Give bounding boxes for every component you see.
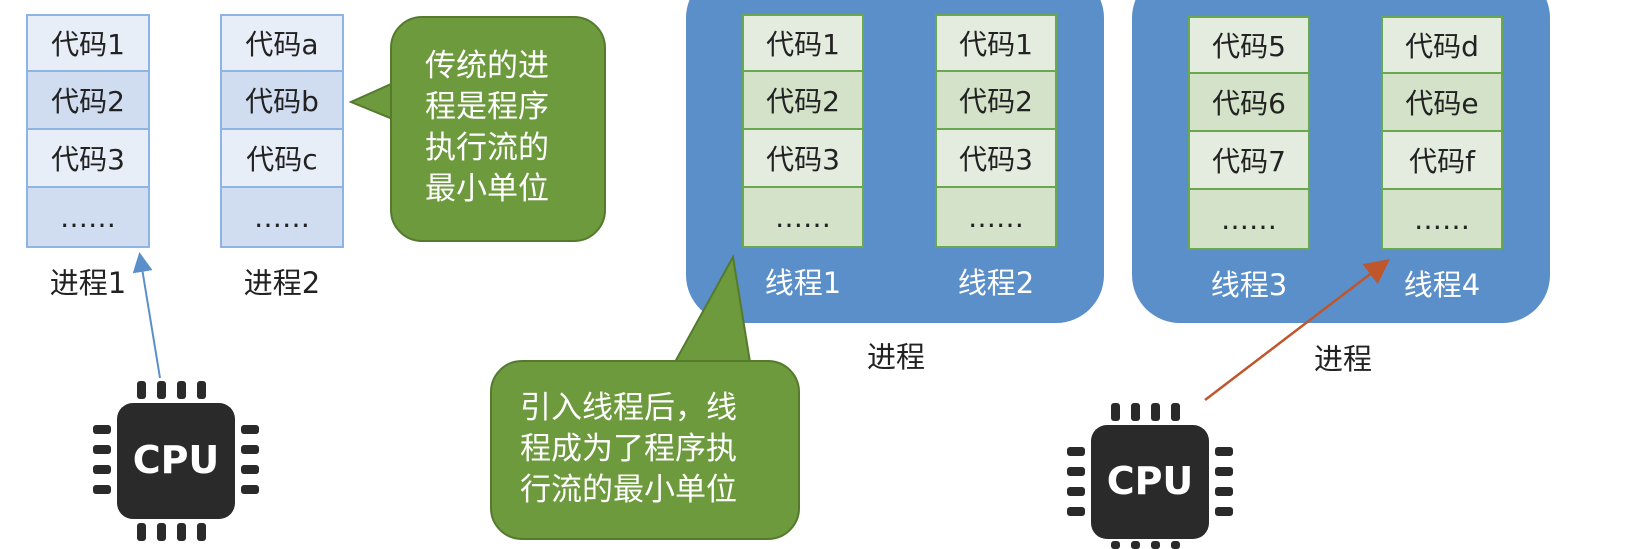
thread1-cell: 代码1	[742, 14, 864, 72]
cpu-left-label: CPU	[132, 438, 220, 482]
bubble-left-line: 执行流的	[425, 130, 549, 166]
thread2-cell: ……	[935, 186, 1057, 248]
process1-cell: ……	[26, 186, 150, 248]
bubble-right-line: 程成为了程序执	[520, 431, 737, 467]
thread2-cell: 代码3	[935, 128, 1057, 188]
bubble-left	[390, 16, 606, 242]
process2-cell: 代码a	[220, 14, 344, 72]
bubble-right-line: 引入线程后，线	[520, 390, 737, 426]
cpu-right-label: CPU	[1106, 459, 1194, 503]
thread2-cell: 代码2	[935, 70, 1057, 130]
thread1-cell: 代码2	[742, 70, 864, 130]
thread3-label: 线程3	[1210, 268, 1288, 302]
process2-cell: 代码b	[220, 70, 344, 130]
thread1-label: 线程1	[764, 266, 842, 300]
cpu-to-thread4-arrow	[1204, 258, 1390, 401]
thread4-cell: 代码e	[1381, 72, 1503, 132]
bubble-right-text: 引入线程后，线 程成为了程序执 行流的最小单位	[520, 388, 790, 511]
thread4-code-stack: 代码d 代码e 代码f ……	[1381, 16, 1503, 250]
process2-cell: ……	[220, 186, 344, 248]
process-a-label: 进程	[866, 340, 925, 374]
thread2-code-stack: 代码1 代码2 代码3 ……	[935, 14, 1057, 248]
process1-cell: 代码1	[26, 14, 150, 72]
bubble-right	[490, 360, 800, 540]
thread4-cell: 代码f	[1381, 130, 1503, 190]
thread3-cell: ……	[1188, 188, 1310, 250]
cpu-to-process1-arrow	[132, 252, 161, 379]
bubble-left-line: 最小单位	[425, 171, 549, 207]
process2-label: 进程2	[243, 266, 321, 300]
cpu-chip-left	[93, 381, 259, 541]
thread1-code-stack: 代码1 代码2 代码3 ……	[742, 14, 864, 248]
bubble-left-line: 程是程序	[425, 89, 549, 125]
thread3-cell: 代码5	[1188, 16, 1310, 74]
thread3-cell: 代码7	[1188, 130, 1310, 190]
thread3-code-stack: 代码5 代码6 代码7 ……	[1188, 16, 1310, 250]
thread2-cell: 代码1	[935, 14, 1057, 72]
bubble-right-line: 行流的最小单位	[520, 472, 737, 508]
bubble-left-text: 传统的进 程是程序 执行流的 最小单位	[425, 46, 585, 210]
thread2-label: 线程2	[957, 266, 1035, 300]
process-b-label: 进程	[1313, 342, 1372, 376]
process1-cell: 代码2	[26, 70, 150, 130]
process1-label: 进程1	[49, 266, 127, 300]
thread1-cell: 代码3	[742, 128, 864, 188]
process2-cell: 代码c	[220, 128, 344, 188]
thread4-label: 线程4	[1403, 268, 1481, 302]
cpu-chip-right	[1067, 403, 1233, 549]
thread1-cell: ……	[742, 186, 864, 248]
bubble-left-line: 传统的进	[425, 48, 549, 84]
process2-code-stack: 代码a 代码b 代码c ……	[220, 14, 344, 248]
process1-code-stack: 代码1 代码2 代码3 ……	[26, 14, 150, 248]
thread4-cell: ……	[1381, 188, 1503, 250]
process1-cell: 代码3	[26, 128, 150, 188]
thread4-cell: 代码d	[1381, 16, 1503, 74]
thread3-cell: 代码6	[1188, 72, 1310, 132]
